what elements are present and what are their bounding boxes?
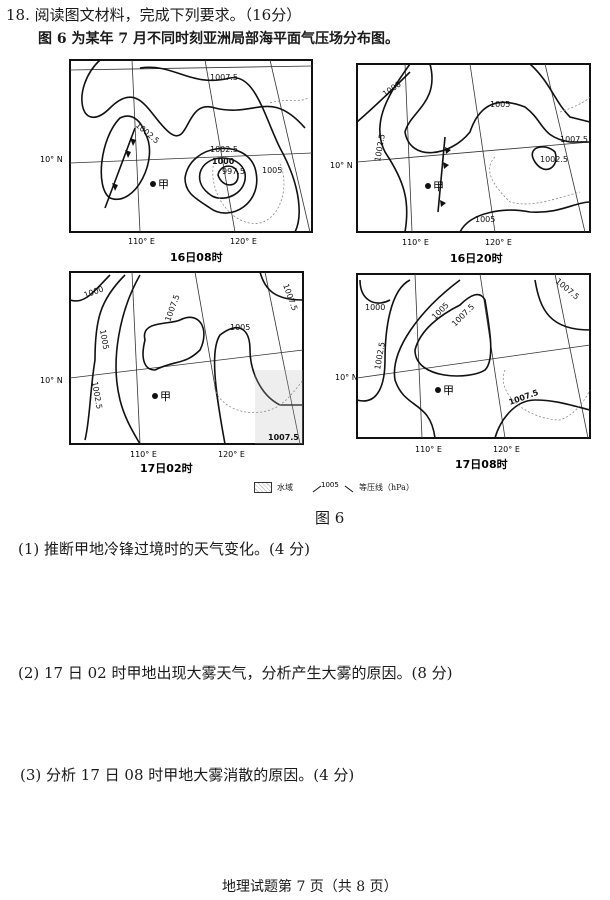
latitude-label: 10° N (40, 376, 63, 385)
location-jia-marker (150, 181, 156, 187)
isobar-label: 1007.5 (210, 73, 238, 82)
isobar-label: 1000 (212, 157, 235, 166)
latitude-label: 10° N (330, 161, 353, 170)
longitude-label: 110° E (402, 238, 429, 247)
subquestion-2: (2) 17 日 02 时甲地出现大雾天气，分析产生大雾的原因。(8 分) (18, 664, 453, 682)
question-header: 18. 阅读图文材料，完成下列要求。（16分） (6, 4, 301, 25)
coastline (489, 96, 591, 205)
graticule (69, 271, 304, 445)
latitude-label: 10° N (40, 155, 63, 164)
coastline (214, 379, 304, 414)
isobars (356, 279, 591, 439)
isobar-legend-value: 1005 (321, 481, 339, 489)
location-jia-marker (425, 183, 431, 189)
isobars (356, 63, 591, 233)
map-frame (69, 271, 304, 445)
map-caption: 16日08时 (170, 250, 223, 264)
pressure-map-17d02h: 1000 1005 1007.5 1002.5 1005 1007.5 1007… (40, 271, 304, 475)
longitude-label: 120° E (230, 237, 257, 246)
figure-intro: 图 6 为某年 7 月不同时刻亚洲局部海平面气压场分布图。 (38, 31, 399, 47)
isobar-label: 1005 (98, 329, 110, 351)
cold-front-triangles (440, 147, 451, 207)
longitude-label: 110° E (128, 237, 155, 246)
map-legend: 水域 1005 等压线（hPa） (254, 480, 414, 494)
coastline (502, 369, 591, 421)
isobars (81, 59, 306, 233)
pressure-map-16d20h: 1000 1002.5 1005 1007.5 1002.5 1005 甲 10… (330, 63, 591, 265)
isobars (69, 271, 304, 445)
isobar-legend-icon: 1005 (312, 481, 354, 493)
map-frame (69, 59, 313, 233)
legend-water-label: 水域 (277, 482, 293, 492)
location-jia-label: 甲 (443, 384, 454, 397)
cold-front (437, 136, 446, 213)
isobar-label: 1002.5 (210, 145, 238, 154)
isobar-label: 1007.5 (268, 433, 299, 442)
longitude-label: 120° E (218, 450, 245, 459)
pressure-map-17d08h: 1000 1005 1007.5 1002.5 1007.5 1007.5 甲 … (335, 273, 591, 471)
subquestion-1: (1) 推断甲地冷锋过境时的天气变化。(4 分) (18, 540, 311, 558)
location-jia-marker (435, 387, 441, 393)
isobar-label: 1000 (365, 303, 385, 312)
isobar-label: 1005 (490, 100, 510, 109)
location-jia-label: 甲 (158, 178, 169, 191)
isobar-label: 1005 (475, 215, 495, 224)
legend-isobar-label: 等压线（hPa） (359, 482, 414, 492)
isobar-label: 997.5 (222, 167, 245, 176)
isobar-label: 1002.5 (540, 155, 568, 164)
longitude-label: 120° E (493, 445, 520, 454)
figure-label: 图 6 (315, 509, 345, 527)
coastline (212, 97, 309, 224)
isobar-label: 1005 (230, 323, 250, 332)
question-prompt: 阅读图文材料，完成下列要求。（16分） (34, 6, 302, 24)
page-footer: 地理试题第 7 页（共 8 页） (222, 879, 398, 895)
water-swatch-icon (254, 481, 272, 493)
graticule (69, 59, 313, 233)
graticule (356, 273, 591, 439)
water-area (255, 370, 303, 444)
longitude-label: 110° E (415, 445, 442, 454)
pressure-map-16d08h: 1007.5 1002.5 1002.5 1000 997.5 1005 甲 1… (40, 59, 313, 264)
location-jia-label: 甲 (433, 180, 444, 193)
map-caption: 16日20时 (450, 251, 503, 265)
map-caption: 17日02时 (140, 461, 193, 475)
subquestion-3: (3) 分析 17 日 08 时甲地大雾消散的原因。(4 分) (20, 766, 355, 784)
location-jia-label: 甲 (160, 390, 171, 403)
longitude-label: 110° E (130, 450, 157, 459)
cold-front (104, 127, 136, 209)
map-frame (356, 273, 591, 439)
isobar-label: 1005 (262, 166, 282, 175)
isobar-label: 1007.5 (560, 135, 588, 144)
map-caption: 17日08时 (455, 457, 508, 471)
cold-front-triangles (112, 138, 136, 191)
location-jia-marker (152, 393, 158, 399)
longitude-label: 120° E (485, 238, 512, 247)
question-number: 18. (6, 6, 30, 24)
latitude-label: 10° N (335, 373, 358, 382)
